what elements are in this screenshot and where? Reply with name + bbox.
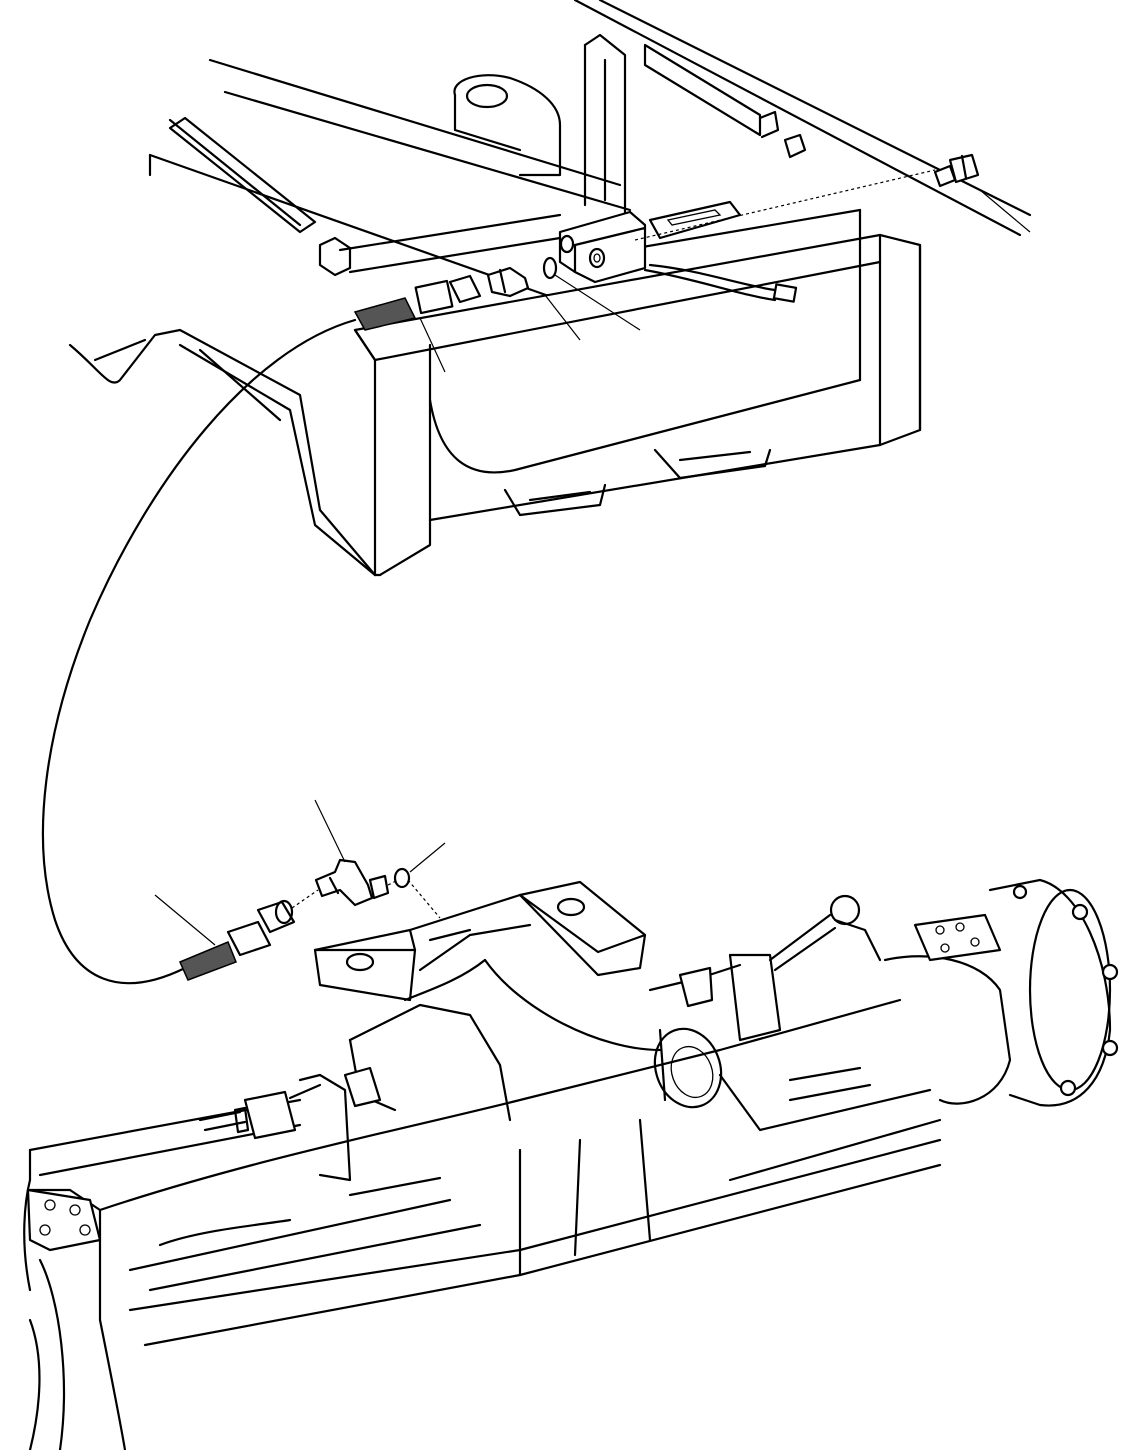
breather <box>933 153 980 188</box>
hose-fitting-lower <box>179 941 237 981</box>
lower-fittings <box>179 858 441 981</box>
frame-assembly <box>68 0 1032 577</box>
lower-leaders <box>154 799 446 946</box>
o-ring-lower <box>393 867 411 889</box>
elbow <box>314 858 374 907</box>
hose-fitting-upper <box>353 297 417 331</box>
axle-housing <box>23 878 1119 1450</box>
upper-leaders <box>419 189 1031 373</box>
vent-hose <box>41 318 357 985</box>
nut-upper-hex <box>448 274 482 304</box>
upper-fittings <box>353 153 980 331</box>
o-ring-upper <box>542 256 558 280</box>
connector-upper <box>486 266 530 298</box>
nut-upper <box>414 279 454 315</box>
